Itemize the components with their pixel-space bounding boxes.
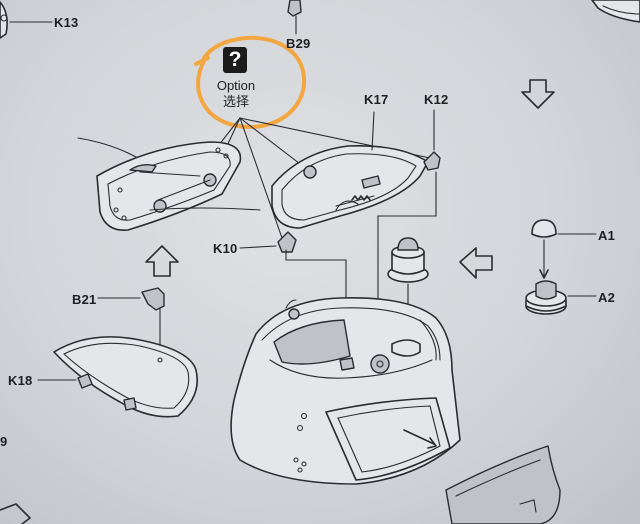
label-k17: K17 bbox=[364, 92, 389, 107]
option-label-en: Option bbox=[216, 78, 256, 93]
turret-base bbox=[230, 297, 461, 485]
label-a2: A2 bbox=[598, 290, 616, 305]
option-label-cn: 选择 bbox=[222, 94, 249, 109]
label-k12: K12 bbox=[424, 92, 449, 107]
up-arrow-left bbox=[145, 245, 179, 277]
part-k17-hatch bbox=[271, 111, 429, 229]
label-edge-9: 9 bbox=[0, 434, 8, 449]
part-b29-fragment bbox=[287, 0, 302, 35]
part-k10 bbox=[239, 231, 297, 253]
part-bottom-right-shield bbox=[445, 445, 561, 524]
label-b21: B21 bbox=[72, 292, 97, 307]
leader-k17 bbox=[371, 111, 375, 151]
part-a1 bbox=[531, 219, 597, 279]
left-hatch-part bbox=[96, 141, 261, 231]
part-k18-plate bbox=[37, 336, 198, 418]
label-k10: K10 bbox=[213, 241, 238, 256]
label-k18: K18 bbox=[8, 373, 33, 388]
part-periscope bbox=[387, 237, 429, 283]
option-label: Option 选择 bbox=[204, 78, 268, 110]
left-arrow bbox=[459, 247, 493, 279]
part-k13-fragment bbox=[0, 1, 53, 39]
label-a1: A1 bbox=[598, 228, 616, 243]
down-arrow-right bbox=[521, 79, 555, 109]
part-a2 bbox=[525, 280, 597, 315]
part-k12 bbox=[423, 109, 441, 171]
label-b29: B29 bbox=[286, 36, 311, 51]
question-mark-icon: ? bbox=[223, 47, 247, 73]
label-k13: K13 bbox=[54, 15, 79, 30]
corner-arrow-fragment bbox=[0, 503, 31, 524]
option-highlight bbox=[194, 35, 307, 129]
part-top-right-fragment bbox=[591, 0, 640, 23]
leader-k10 bbox=[239, 245, 277, 249]
part-b21 bbox=[97, 287, 165, 311]
